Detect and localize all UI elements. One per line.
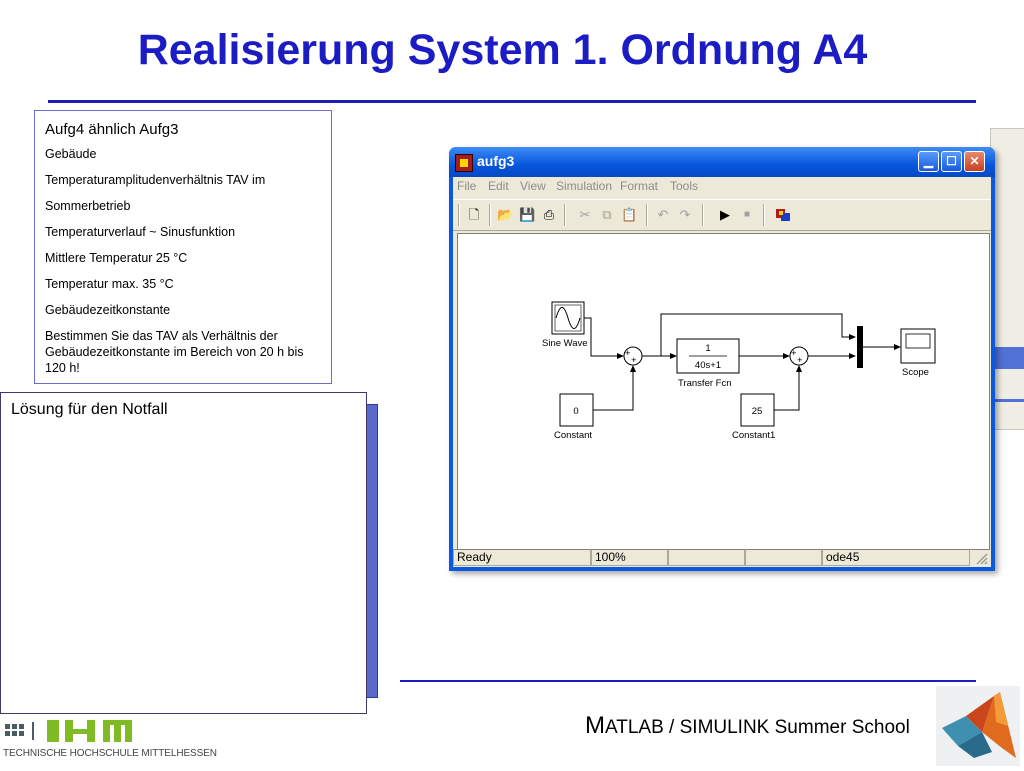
task-line: Gebäudezeitkonstante xyxy=(45,303,171,317)
cut-icon[interactable]: ✂ xyxy=(579,207,591,222)
task-heading: Aufg4 ähnlich Aufg3 xyxy=(45,121,179,138)
university-name: TECHNISCHE HOCHSCHULE MITTELHESSEN xyxy=(3,748,217,759)
toolbar-separator xyxy=(702,204,704,226)
menu-format[interactable]: Format xyxy=(620,179,659,193)
menu-simulation[interactable]: Simulation xyxy=(556,179,613,193)
toolbar-separator xyxy=(458,204,460,226)
thm-logo-graphic xyxy=(5,720,132,742)
sum1-sign-bottom: + xyxy=(631,355,637,366)
sine-wave-block[interactable] xyxy=(551,301,585,335)
background-window-selection xyxy=(991,347,1024,369)
menu-view[interactable]: View xyxy=(520,179,546,193)
print-icon[interactable]: ⎙ xyxy=(543,207,555,222)
status-solver: ode45 xyxy=(822,549,970,566)
title-divider xyxy=(48,100,976,103)
status-field-4 xyxy=(745,549,822,566)
minimize-button[interactable]: ▁ xyxy=(918,151,939,172)
constant1-value: 25 xyxy=(752,406,763,417)
undo-icon[interactable]: ↶ xyxy=(657,207,669,222)
signal-arrowheads xyxy=(617,334,901,372)
resize-grip[interactable] xyxy=(974,551,988,565)
constant-label: Constant xyxy=(554,430,592,441)
toolbar-separator xyxy=(564,204,566,226)
menu-file[interactable]: File xyxy=(457,179,477,193)
status-state: Ready xyxy=(453,549,591,566)
slide-title: Realisierung System 1. Ordnung A4 xyxy=(137,26,868,74)
open-icon[interactable]: 📂 xyxy=(497,207,514,222)
constant1-label: Constant1 xyxy=(732,430,775,441)
scope-block[interactable] xyxy=(900,328,936,364)
status-bar: Ready 100% ode45 xyxy=(453,548,991,567)
redo-icon[interactable]: ↷ xyxy=(679,207,691,222)
transfer-fcn-denominator: 40s+1 xyxy=(695,360,721,371)
window-titlebar[interactable]: aufg3 ▁ ☐ ✕ xyxy=(449,147,995,177)
constant-value: 0 xyxy=(573,406,578,417)
task-line: Temperaturamplitudenverhältnis TAV im xyxy=(45,173,266,187)
window-title: aufg3 xyxy=(477,153,515,169)
window-client-area: File Edit View Simulation Format Tools 🗋… xyxy=(453,177,991,567)
simulink-model-window[interactable]: aufg3 ▁ ☐ ✕ File Edit View Simulation Fo… xyxy=(449,147,995,571)
constant-block[interactable]: 0 xyxy=(559,393,594,427)
save-icon[interactable]: 💾 xyxy=(519,207,536,222)
sum2-sign-top: + xyxy=(791,348,797,359)
toolbar-separator xyxy=(763,204,765,226)
mux-block[interactable] xyxy=(857,326,863,368)
constant1-block[interactable]: 25 xyxy=(740,393,775,427)
library-browser-icon[interactable] xyxy=(775,207,791,223)
solution-label: Lösung für den Notfall xyxy=(11,401,168,418)
task-line: Gebäude xyxy=(45,147,97,161)
sum2-block[interactable]: + + xyxy=(789,346,809,366)
maximize-button[interactable]: ☐ xyxy=(941,151,962,172)
background-window-rule xyxy=(991,399,1024,402)
status-field-3 xyxy=(668,549,745,566)
course-title-initial: M xyxy=(585,712,605,739)
new-icon[interactable]: 🗋 xyxy=(468,207,480,222)
course-title-rest: ATLAB / SIMULINK Summer School xyxy=(605,717,910,738)
status-zoom: 100% xyxy=(591,549,668,566)
task-line: Mittlere Temperatur 25 °C xyxy=(45,251,188,265)
sum1-sign-top: + xyxy=(625,348,631,359)
toolbar-separator xyxy=(489,204,491,226)
transfer-fcn-numerator: 1 xyxy=(705,343,710,354)
menu-edit[interactable]: Edit xyxy=(488,179,509,193)
task-line: Bestimmen Sie das TAV als Verhältnis der… xyxy=(45,329,304,375)
thm-logo xyxy=(3,720,203,764)
sine-wave-label: Sine Wave xyxy=(542,338,588,349)
paste-icon[interactable]: 📋 xyxy=(621,207,638,222)
task-line: Temperaturverlauf ~ Sinusfunktion xyxy=(45,225,236,239)
footer-divider xyxy=(400,680,976,682)
signal-lines xyxy=(584,313,899,411)
sum2-sign-bottom: + xyxy=(797,355,803,366)
menu-tools[interactable]: Tools xyxy=(670,179,699,193)
task-line: Sommerbetrieb xyxy=(45,199,131,213)
menu-bar: File Edit View Simulation Format Tools xyxy=(453,177,991,197)
sum1-block[interactable]: + + xyxy=(623,346,643,366)
copy-icon[interactable]: ⧉ xyxy=(602,207,612,222)
model-canvas[interactable]: Sine Wave + + 1 40s+1 Transfer Fcn xyxy=(457,233,990,550)
scope-label: Scope xyxy=(902,367,929,378)
close-button[interactable]: ✕ xyxy=(964,151,985,172)
start-simulation-icon[interactable]: ▶ xyxy=(720,207,730,222)
block-diagram: Sine Wave + + 1 40s+1 Transfer Fcn xyxy=(542,301,936,441)
minimize-icon: ▁ xyxy=(923,154,934,168)
simulink-app-icon xyxy=(455,154,473,172)
matlab-logo-icon xyxy=(936,686,1020,766)
maximize-icon: ☐ xyxy=(946,154,957,168)
close-icon: ✕ xyxy=(969,154,980,168)
task-line: Temperatur max. 35 °C xyxy=(45,277,174,291)
task-description-box: Aufg4 ähnlich Aufg3 Gebäude Temperaturam… xyxy=(34,110,332,384)
background-window[interactable] xyxy=(990,128,1024,430)
transfer-fcn-label: Transfer Fcn xyxy=(678,378,732,389)
course-title: MATLAB / SIMULINK Summer School xyxy=(585,712,910,740)
toolbar: 🗋 📂 💾 ⎙ ✂ ⧉ 📋 ↶ ↷ ▶ ■ xyxy=(453,199,991,231)
transfer-fcn-block[interactable]: 1 40s+1 xyxy=(676,338,740,374)
solution-box[interactable]: Lösung für den Notfall xyxy=(0,392,367,714)
toolbar-separator xyxy=(646,204,648,226)
stop-simulation-icon[interactable]: ■ xyxy=(743,209,751,220)
